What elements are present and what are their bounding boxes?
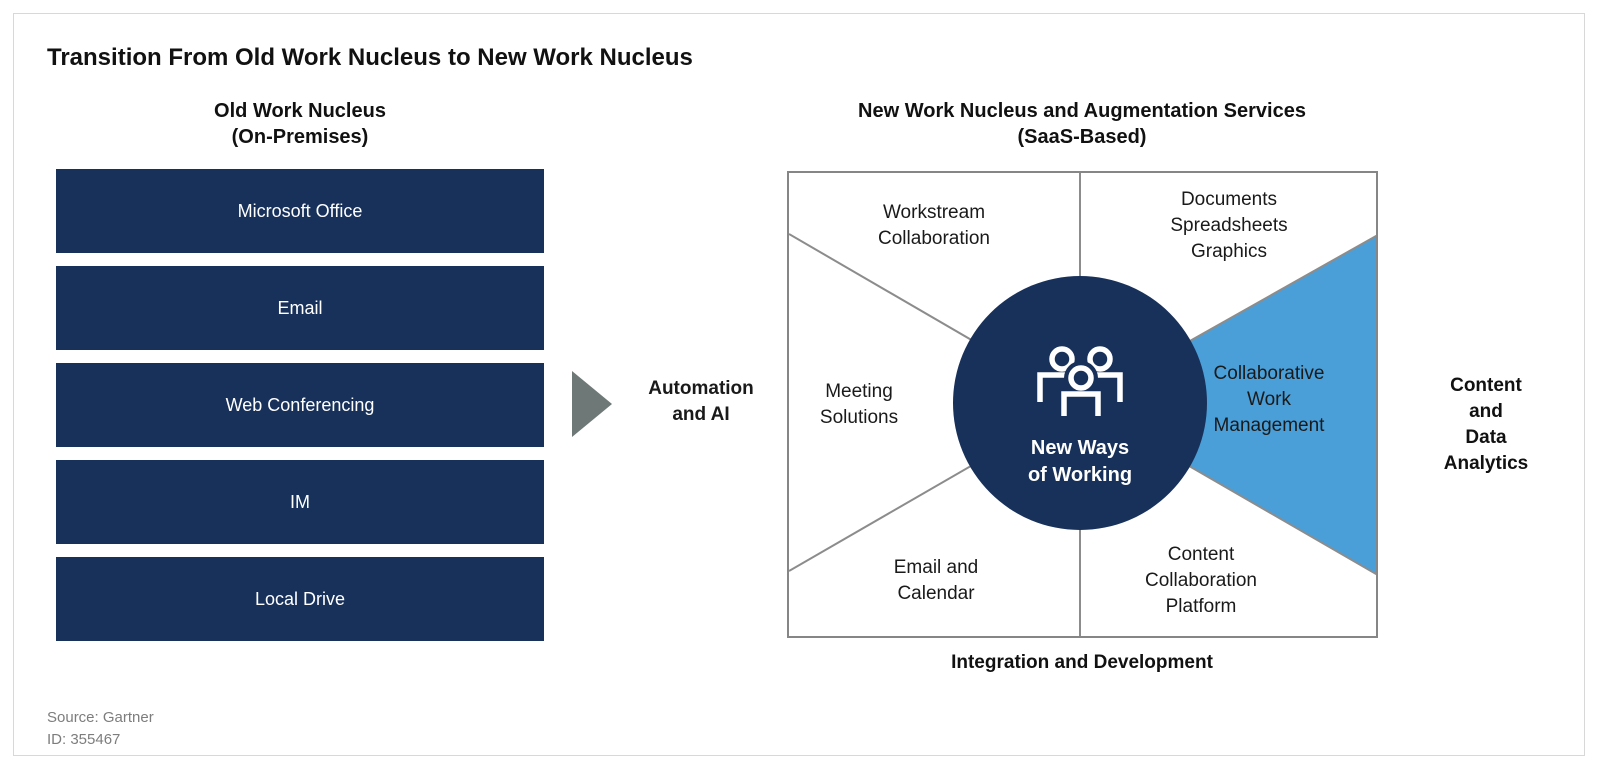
segment-documents-spreadsheets-graphics: Documents Spreadsheets Graphics — [1170, 189, 1288, 262]
content-data-analytics-label: Content and Data Analytics — [1443, 375, 1529, 474]
nucleus-geometry — [789, 173, 1376, 636]
segment-workstream-collaboration: Workstream Collaboration — [878, 202, 990, 249]
segment-meeting-solutions: Meeting Solutions — [819, 381, 899, 428]
collaborative-work-wedge — [1077, 234, 1376, 576]
transition-arrow-icon — [572, 371, 612, 437]
old-nucleus-item: Web Conferencing — [56, 363, 544, 447]
old-nucleus-heading: Old Work Nucleus (On-Premises) — [214, 100, 386, 148]
old-nucleus-item: Microsoft Office — [56, 169, 544, 253]
segment-collaborative-work-management: Collaborative Work Management — [1213, 363, 1325, 436]
automation-ai-label: Automation and AI — [648, 378, 754, 425]
integration-development-label: Integration and Development — [951, 652, 1213, 673]
figure-card: Transition From Old Work Nucleus to New … — [13, 13, 1585, 756]
page-title: Transition From Old Work Nucleus to New … — [47, 44, 693, 71]
old-nucleus-item: Email — [56, 266, 544, 350]
old-nucleus-item: Local Drive — [56, 557, 544, 641]
new-nucleus-box: New Ways of Working Workstream Collabora… — [787, 171, 1378, 638]
new-ways-circle — [953, 276, 1207, 530]
people-group-icon — [1037, 346, 1123, 416]
id-note: ID: 355467 — [47, 731, 121, 748]
new-nucleus-heading: New Work Nucleus and Augmentation Servic… — [858, 100, 1306, 148]
source-note: Source: Gartner — [47, 709, 154, 726]
segment-content-collaboration-platform: Content Collaboration Platform — [1145, 544, 1257, 617]
segment-email-and-calendar: Email and Calendar — [893, 557, 979, 604]
old-nucleus-item: IM — [56, 460, 544, 544]
new-ways-of-working-label: New Ways of Working — [1027, 437, 1133, 486]
